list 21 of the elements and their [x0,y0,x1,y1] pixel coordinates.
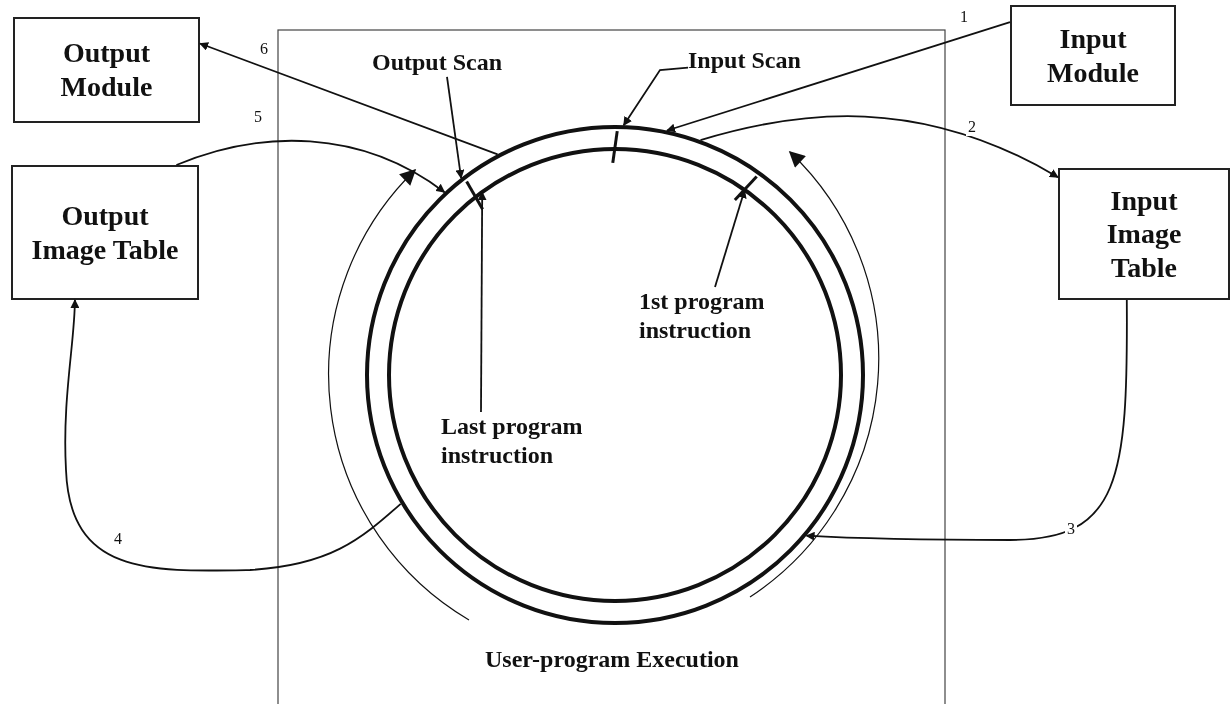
scan-cycle-ring [365,125,865,625]
edge-label: 2 [966,118,978,136]
arrow [714,189,747,288]
instruction-label: 1st program instruction [639,287,829,345]
arrow [477,191,487,413]
arrow [64,299,402,572]
scan-label: Output Scan [372,48,522,77]
arrow [622,66,689,127]
arrow [666,21,1011,133]
scan-label: Input Scan [688,46,838,75]
arrow [199,42,499,156]
instruction-label: Last program instruction [441,412,641,470]
arrow [805,299,1128,541]
table-box: Input Image Table [1058,168,1230,300]
module-box: Input Module [1010,5,1176,106]
arrow [699,115,1059,179]
arrow [446,75,465,179]
cycle-caption: User-program Execution [485,645,739,674]
arrow [175,139,446,194]
module-box: Output Module [13,17,200,123]
table-box: Output Image Table [11,165,199,300]
